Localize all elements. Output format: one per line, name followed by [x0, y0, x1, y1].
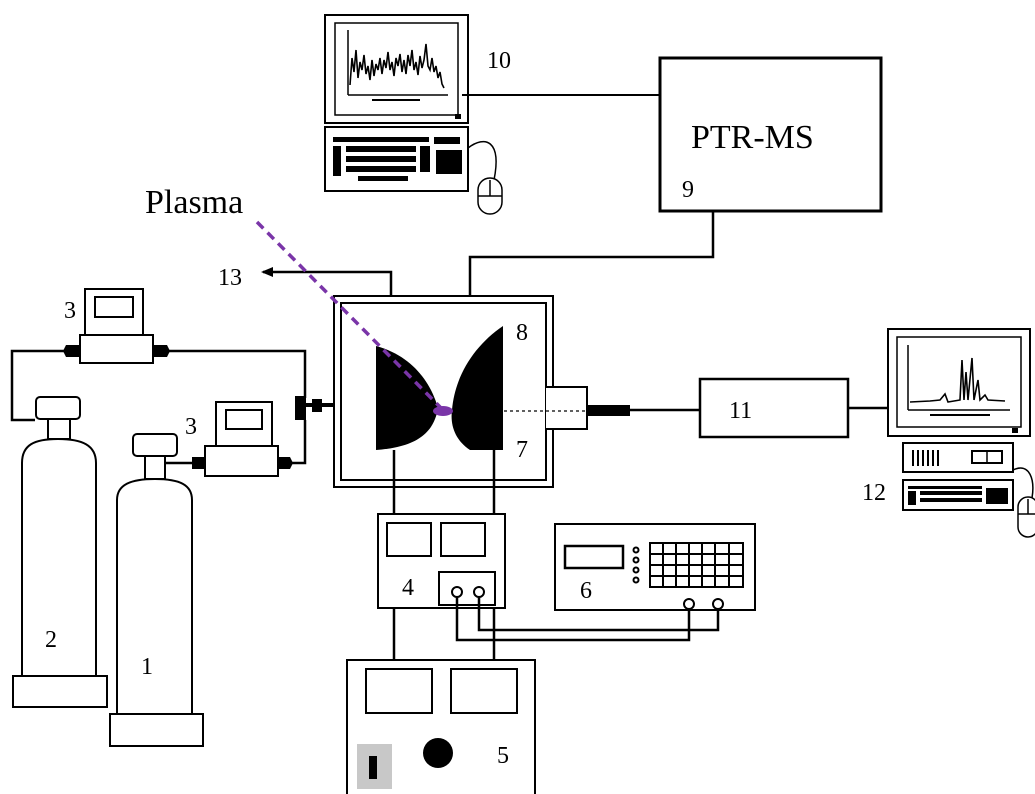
cpu-unit-detail: [912, 450, 939, 466]
chamber-port: [546, 386, 588, 430]
mouse-top-icon: [467, 140, 503, 215]
line-ptrms-to-chamber: [468, 211, 715, 296]
label-mfc-upper: 3: [64, 298, 76, 324]
monitor-right-button: [1012, 428, 1018, 433]
electrode-right: [451, 326, 503, 450]
cables-controller-generator: [455, 597, 720, 642]
label-signal-generator: 6: [580, 578, 592, 604]
label-exhaust: 13: [218, 265, 242, 291]
chamber-inner: [340, 302, 547, 481]
label-detector: 11: [729, 398, 752, 424]
gas-fitting: [295, 396, 306, 420]
label-plasma: Plasma: [145, 184, 243, 221]
power-controller: [377, 513, 506, 609]
power-knob: [423, 738, 453, 768]
label-computer-right: 12: [862, 480, 886, 506]
keyboard-right-keys: [908, 486, 1008, 505]
line-exhaust: [261, 267, 393, 296]
monitor-right-screen: [896, 336, 1022, 428]
spectrum-top-icon: [347, 30, 448, 101]
label-cylinder-2: 2: [45, 627, 57, 653]
label-electrode-lower: 7: [516, 437, 528, 463]
label-power-controller: 4: [402, 575, 414, 601]
mfc-upper: [63, 288, 170, 364]
keypad-grid: [649, 542, 744, 588]
plasma-glow: [433, 406, 453, 416]
plasma-pointer: [255, 220, 443, 410]
gas-cylinder-1: [109, 433, 204, 747]
gas-lines: [10, 349, 307, 465]
spectrum-right-icon: [907, 345, 1010, 416]
label-power-supply: 5: [497, 743, 509, 769]
label-computer-top: 10: [487, 48, 511, 74]
keyboard-top-keys: [333, 137, 462, 181]
gas-cylinder-2: [12, 396, 108, 708]
mouse-right-icon: [1012, 467, 1035, 538]
electrode-left: [376, 346, 438, 450]
detector-box: [698, 377, 850, 439]
ptrms-name: PTR-MS: [691, 119, 814, 156]
computer-top: [324, 14, 503, 215]
signal-generator: [554, 523, 756, 611]
label-mfc-lower: 3: [185, 414, 197, 440]
gas-inlet-nub: [312, 399, 322, 412]
monitor-top-button: [455, 114, 461, 119]
power-switch-lever: [369, 756, 377, 779]
label-electrode-upper: 8: [516, 320, 528, 346]
label-ptrms: 9: [682, 177, 694, 203]
power-supply: [346, 659, 536, 794]
ptrms-box: [658, 56, 883, 213]
port-connector: [587, 405, 630, 416]
label-cylinder-1: 1: [141, 654, 153, 680]
mfc-lower: [192, 401, 293, 477]
computer-right: [887, 328, 1035, 538]
